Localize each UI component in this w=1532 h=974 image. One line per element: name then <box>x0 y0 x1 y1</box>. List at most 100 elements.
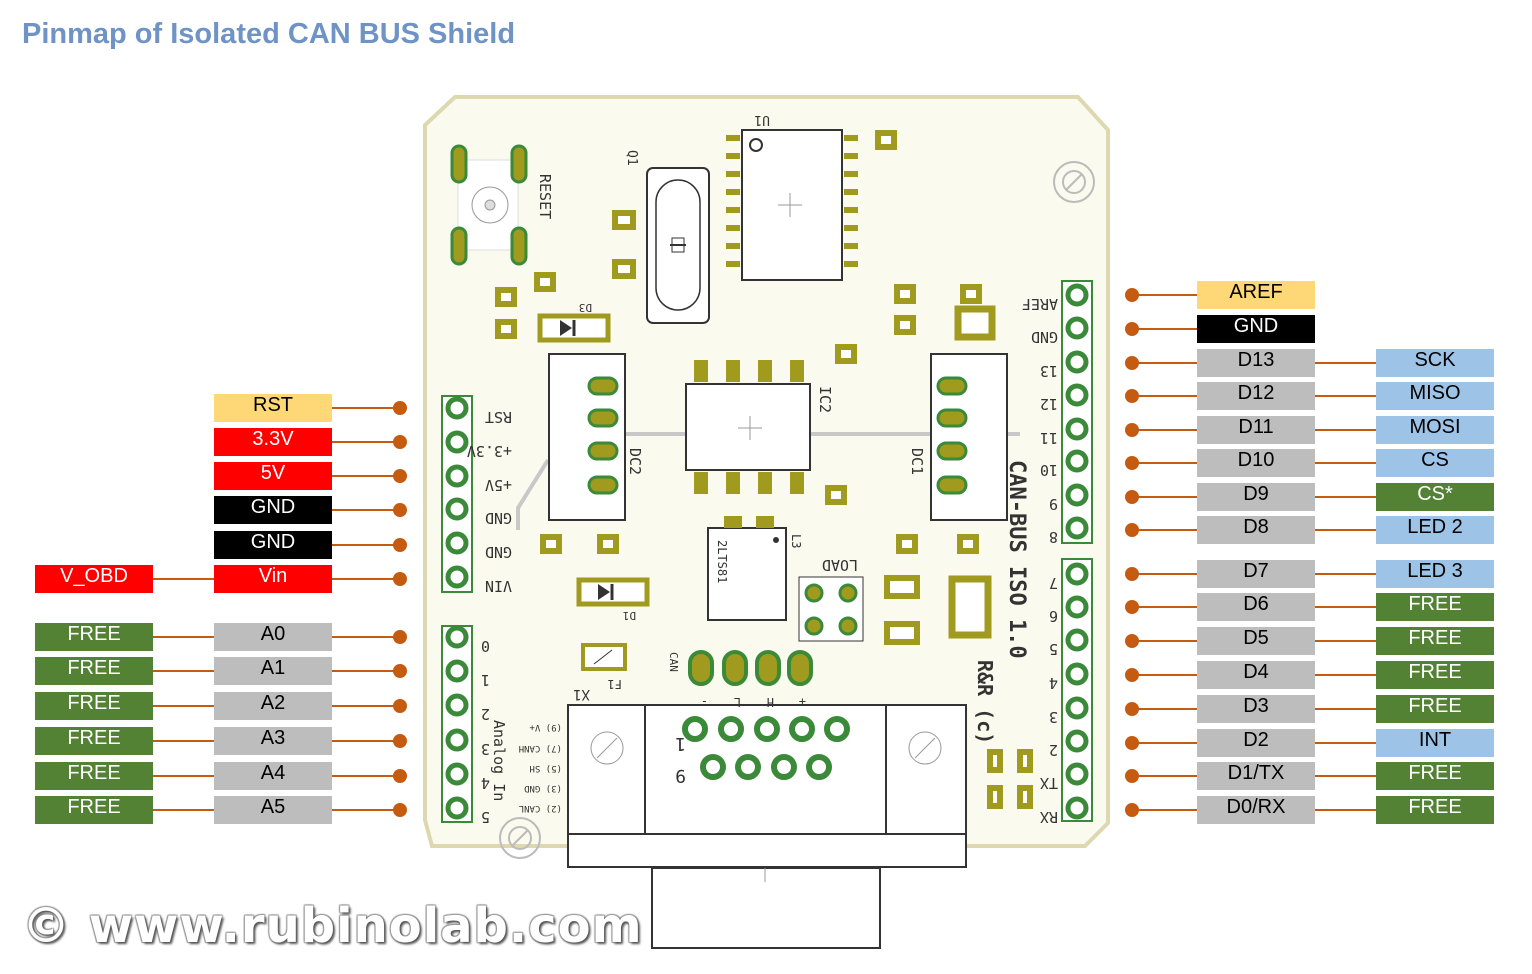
silk-x1: X1 <box>573 686 590 702</box>
wire <box>1315 674 1376 676</box>
silk-digital-pin: 10 <box>1040 461 1058 479</box>
wire <box>153 705 214 707</box>
pin-label-a4: A4 <box>214 762 332 790</box>
pin-label-d0rx: D0/RX <box>1197 796 1315 824</box>
pin-label-d7: D7 <box>1197 560 1315 588</box>
pin-label-rst: RST <box>214 394 332 422</box>
wire-dot <box>393 469 407 483</box>
wire <box>1132 362 1197 364</box>
wire <box>1315 496 1376 498</box>
pin-label-a1: A1 <box>214 657 332 685</box>
silk-digital-pin: 3 <box>1049 708 1058 726</box>
silk-db9-note: (7) CANH <box>519 743 562 753</box>
pin-label-vin: Vin <box>214 565 332 593</box>
silk-power-pin: +5V <box>485 476 512 494</box>
silk-digital-pin: 9 <box>1049 495 1058 513</box>
wire <box>1315 529 1376 531</box>
silk-digital-pin: 12 <box>1040 395 1058 413</box>
wire-dot <box>393 734 407 748</box>
crystal-q1 <box>646 167 710 324</box>
wire <box>1132 708 1197 710</box>
silk-u1: U1 <box>754 112 770 127</box>
silk-db9-note: (3) GND <box>524 783 562 793</box>
pin-label-d5: D5 <box>1197 627 1315 655</box>
func-label-a0: FREE <box>35 623 153 651</box>
func-label-a3: FREE <box>35 727 153 755</box>
wire <box>332 407 398 409</box>
wire <box>1132 496 1197 498</box>
silk-reset: RESET <box>536 174 554 219</box>
wire <box>1132 529 1197 531</box>
wire <box>1315 462 1376 464</box>
wire <box>332 705 398 707</box>
silk-ic2: IC2 <box>816 386 834 413</box>
wire <box>1132 462 1197 464</box>
smd-components <box>495 130 1033 809</box>
pin-label-a0: A0 <box>214 623 332 651</box>
silk-digital-pin: 13 <box>1040 362 1058 380</box>
dc1-converter <box>930 353 1008 521</box>
wire <box>1132 294 1197 296</box>
wire-dot <box>393 664 407 678</box>
mount-hole-bottom-left <box>499 817 541 859</box>
wire <box>153 636 214 638</box>
silk-can-pin: H <box>767 695 774 709</box>
wire <box>1132 742 1197 744</box>
wire-dot <box>393 769 407 783</box>
silk-f1: F1 <box>608 677 622 691</box>
wire <box>153 809 214 811</box>
watermark: © www.rubinolab.com <box>22 898 643 954</box>
wire <box>1132 328 1197 330</box>
silkscreen-labels: RST+3.3V+5VGNDGNDVIN012345AREFGND1312111… <box>467 112 1058 826</box>
silk-can-pin: - <box>701 695 708 709</box>
func-label-d4: FREE <box>1376 661 1494 689</box>
func-label-d11: MOSI <box>1376 416 1494 444</box>
func-label-d13: SCK <box>1376 349 1494 377</box>
silk-load: LOAD <box>822 556 858 574</box>
silk-db9-top: 1 <box>675 733 686 754</box>
wire <box>1315 573 1376 575</box>
silk-power-pin: GND <box>485 509 512 527</box>
func-label-d5: FREE <box>1376 627 1494 655</box>
wire-dot <box>393 572 407 586</box>
pin-label-d11: D11 <box>1197 416 1315 444</box>
wire <box>1315 395 1376 397</box>
silk-analog-pin: 2 <box>481 705 490 723</box>
header-power <box>441 395 473 593</box>
pin-label-5v: 5V <box>214 462 332 490</box>
silk-can-pin: L <box>734 695 741 709</box>
wire <box>153 740 214 742</box>
silk-analog-pin: 5 <box>481 808 490 826</box>
wire <box>1315 809 1376 811</box>
wire <box>153 775 214 777</box>
silk-q1: Q1 <box>624 150 639 166</box>
header-pins <box>445 283 1089 820</box>
diode-d3 <box>537 313 611 343</box>
silk-db9-bottom: 9 <box>675 765 686 786</box>
reset-button <box>450 144 528 266</box>
wire <box>1132 429 1197 431</box>
silk-copyright: R&R (c) <box>973 660 997 744</box>
transceiver-chip <box>707 516 787 621</box>
wire <box>1315 429 1376 431</box>
silk-analog-in: Analog In <box>490 720 508 801</box>
wire-dot <box>393 630 407 644</box>
silk-db9-note: (9) V+ <box>529 722 562 732</box>
can-header <box>688 650 813 686</box>
func-label-d3: FREE <box>1376 695 1494 723</box>
silk-dc1: DC1 <box>908 448 926 475</box>
pin-label-33v: 3.3V <box>214 428 332 456</box>
wire-dot <box>393 699 407 713</box>
db9-mount-left <box>590 731 624 765</box>
silk-digital-pin: RX <box>1040 808 1058 826</box>
wire <box>153 670 214 672</box>
pin-label-d3: D3 <box>1197 695 1315 723</box>
wire <box>332 740 398 742</box>
silk-digital-pin: 5 <box>1049 640 1058 658</box>
wire <box>1315 708 1376 710</box>
func-label-d6: FREE <box>1376 593 1494 621</box>
wire-dot <box>393 435 407 449</box>
silk-db9-note: (2) CANL <box>519 803 562 813</box>
silk-digital-pin: 8 <box>1049 528 1058 546</box>
